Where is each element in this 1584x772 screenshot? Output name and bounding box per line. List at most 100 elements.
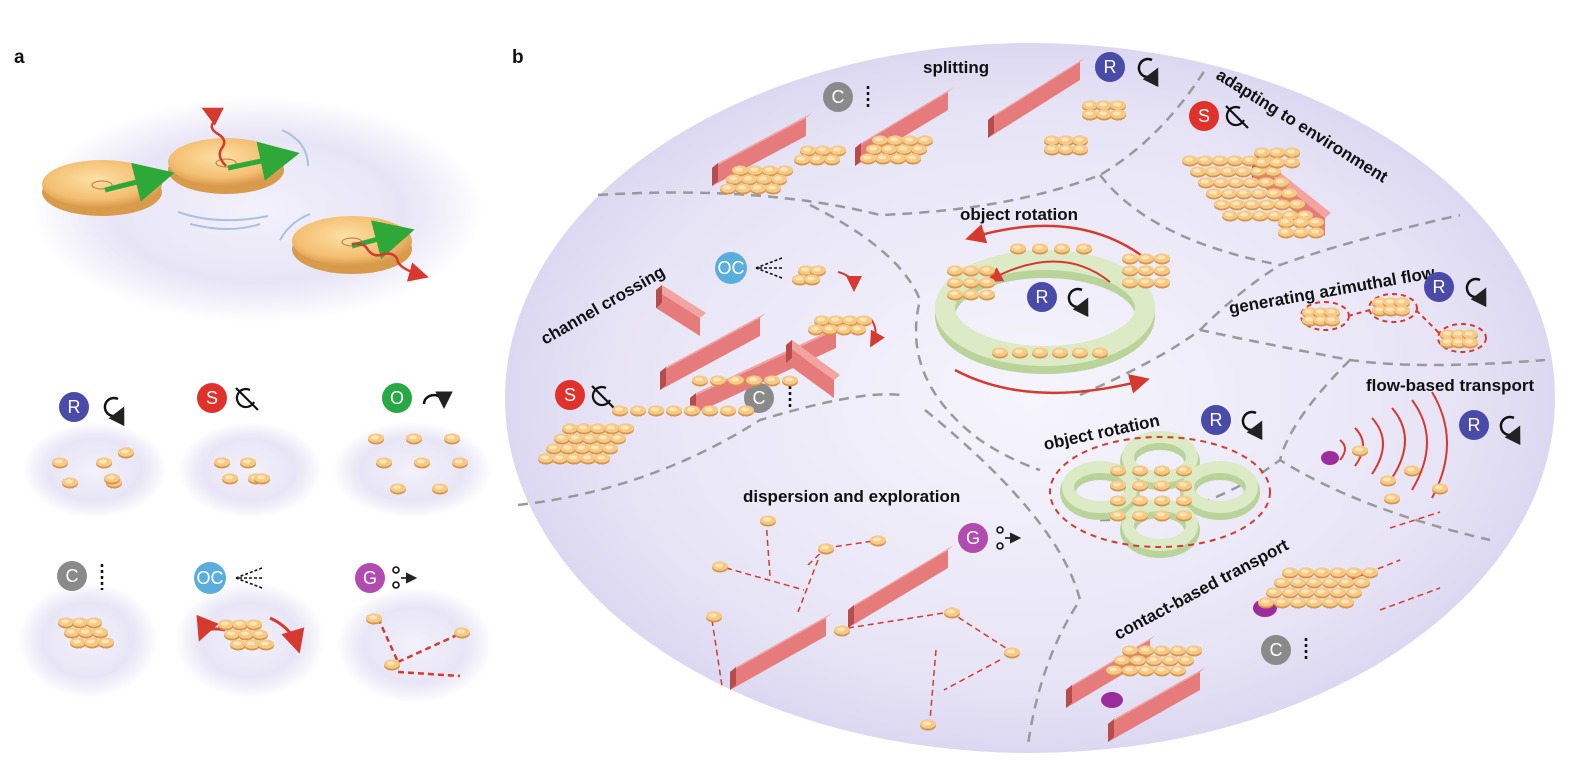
robot [850,324,866,336]
legend-O-region [332,422,492,518]
wall-segments [656,57,1331,742]
svg-text:S: S [206,388,218,408]
svg-text:G: G [966,528,980,548]
robot [1176,510,1192,522]
robot [580,453,596,465]
robot [1176,465,1192,477]
robot [890,153,906,165]
badge-OC: OC [194,562,226,594]
robot [1154,277,1170,289]
robot [1154,265,1170,277]
robot-cluster [104,473,120,485]
robot [1324,315,1340,327]
label-flow-transport: flow-based transport [1366,376,1534,395]
robot [1274,597,1290,609]
robot [78,627,94,639]
robot [1122,277,1138,289]
robot [1220,166,1236,178]
robot-cluster [870,535,886,547]
robot [222,473,238,485]
robot [963,289,979,301]
robot [979,289,995,301]
robot [1138,253,1154,265]
velocity-arrow [104,162,175,202]
robot [1227,155,1243,167]
robot [1004,647,1020,659]
robot [1281,188,1297,200]
robot [720,405,736,417]
robot [1229,199,1245,211]
robot [1122,645,1138,657]
robot [1138,265,1154,277]
robot [1338,577,1354,589]
robot [252,629,268,641]
robot [1432,483,1448,495]
robot [1252,210,1268,222]
badge-S: S [555,380,585,410]
robot [254,473,270,485]
badge-G: G [355,563,385,593]
robot [612,405,628,417]
robot-cluster [1380,475,1396,487]
robot [218,619,234,631]
robot [1258,597,1274,609]
robot [1278,227,1294,239]
robot [1072,347,1088,359]
robot [702,405,718,417]
robot [1244,199,1260,211]
robot [735,183,751,195]
rotate-arrow-icon [1465,277,1487,308]
robot [1330,587,1346,599]
robot [240,457,256,469]
rotate-arrow-icon [1067,287,1089,318]
robot [602,443,618,455]
robot [920,719,936,731]
oscillate-cluster-arrow [837,271,862,292]
robot [1010,243,1026,255]
robot [1462,337,1478,349]
robot [979,277,995,289]
robot [594,453,610,465]
robot [238,629,254,641]
robot [804,274,820,286]
rotation-flow-arrow [986,260,1111,283]
robot [710,375,726,387]
robot [1138,277,1154,289]
robot [1266,587,1282,599]
badge-S: S [1189,101,1219,131]
converge-arrows-icon [755,257,783,279]
robot [1092,347,1108,359]
robot [1394,305,1410,317]
robot [566,453,582,465]
robot [582,433,598,445]
robot [590,423,606,435]
panel-b-region [505,43,1555,753]
rotate-arrow-icon [1499,415,1521,446]
robot [905,153,921,165]
robot [648,405,664,417]
wall [730,613,832,690]
robot [1290,597,1306,609]
robot [1254,147,1270,159]
robot [1146,655,1162,667]
robot [1293,227,1309,239]
noise-arrow [201,107,227,167]
robot [1106,665,1122,677]
converge-arrows-icon [235,567,263,589]
robot [1308,227,1324,239]
robot [1114,655,1130,667]
badge-G: G [958,523,988,553]
svg-text:OC: OC [718,258,745,278]
robot [574,443,590,455]
robot [1154,645,1170,657]
contact-dash-lines [1349,511,1441,611]
robot [1096,109,1112,121]
robot [414,457,430,469]
robot [1054,243,1070,255]
robot [104,473,120,485]
robot [1130,655,1146,667]
legend-G-region [337,587,493,703]
robot [1298,587,1314,599]
robot [1162,655,1178,667]
robot [1338,597,1354,609]
